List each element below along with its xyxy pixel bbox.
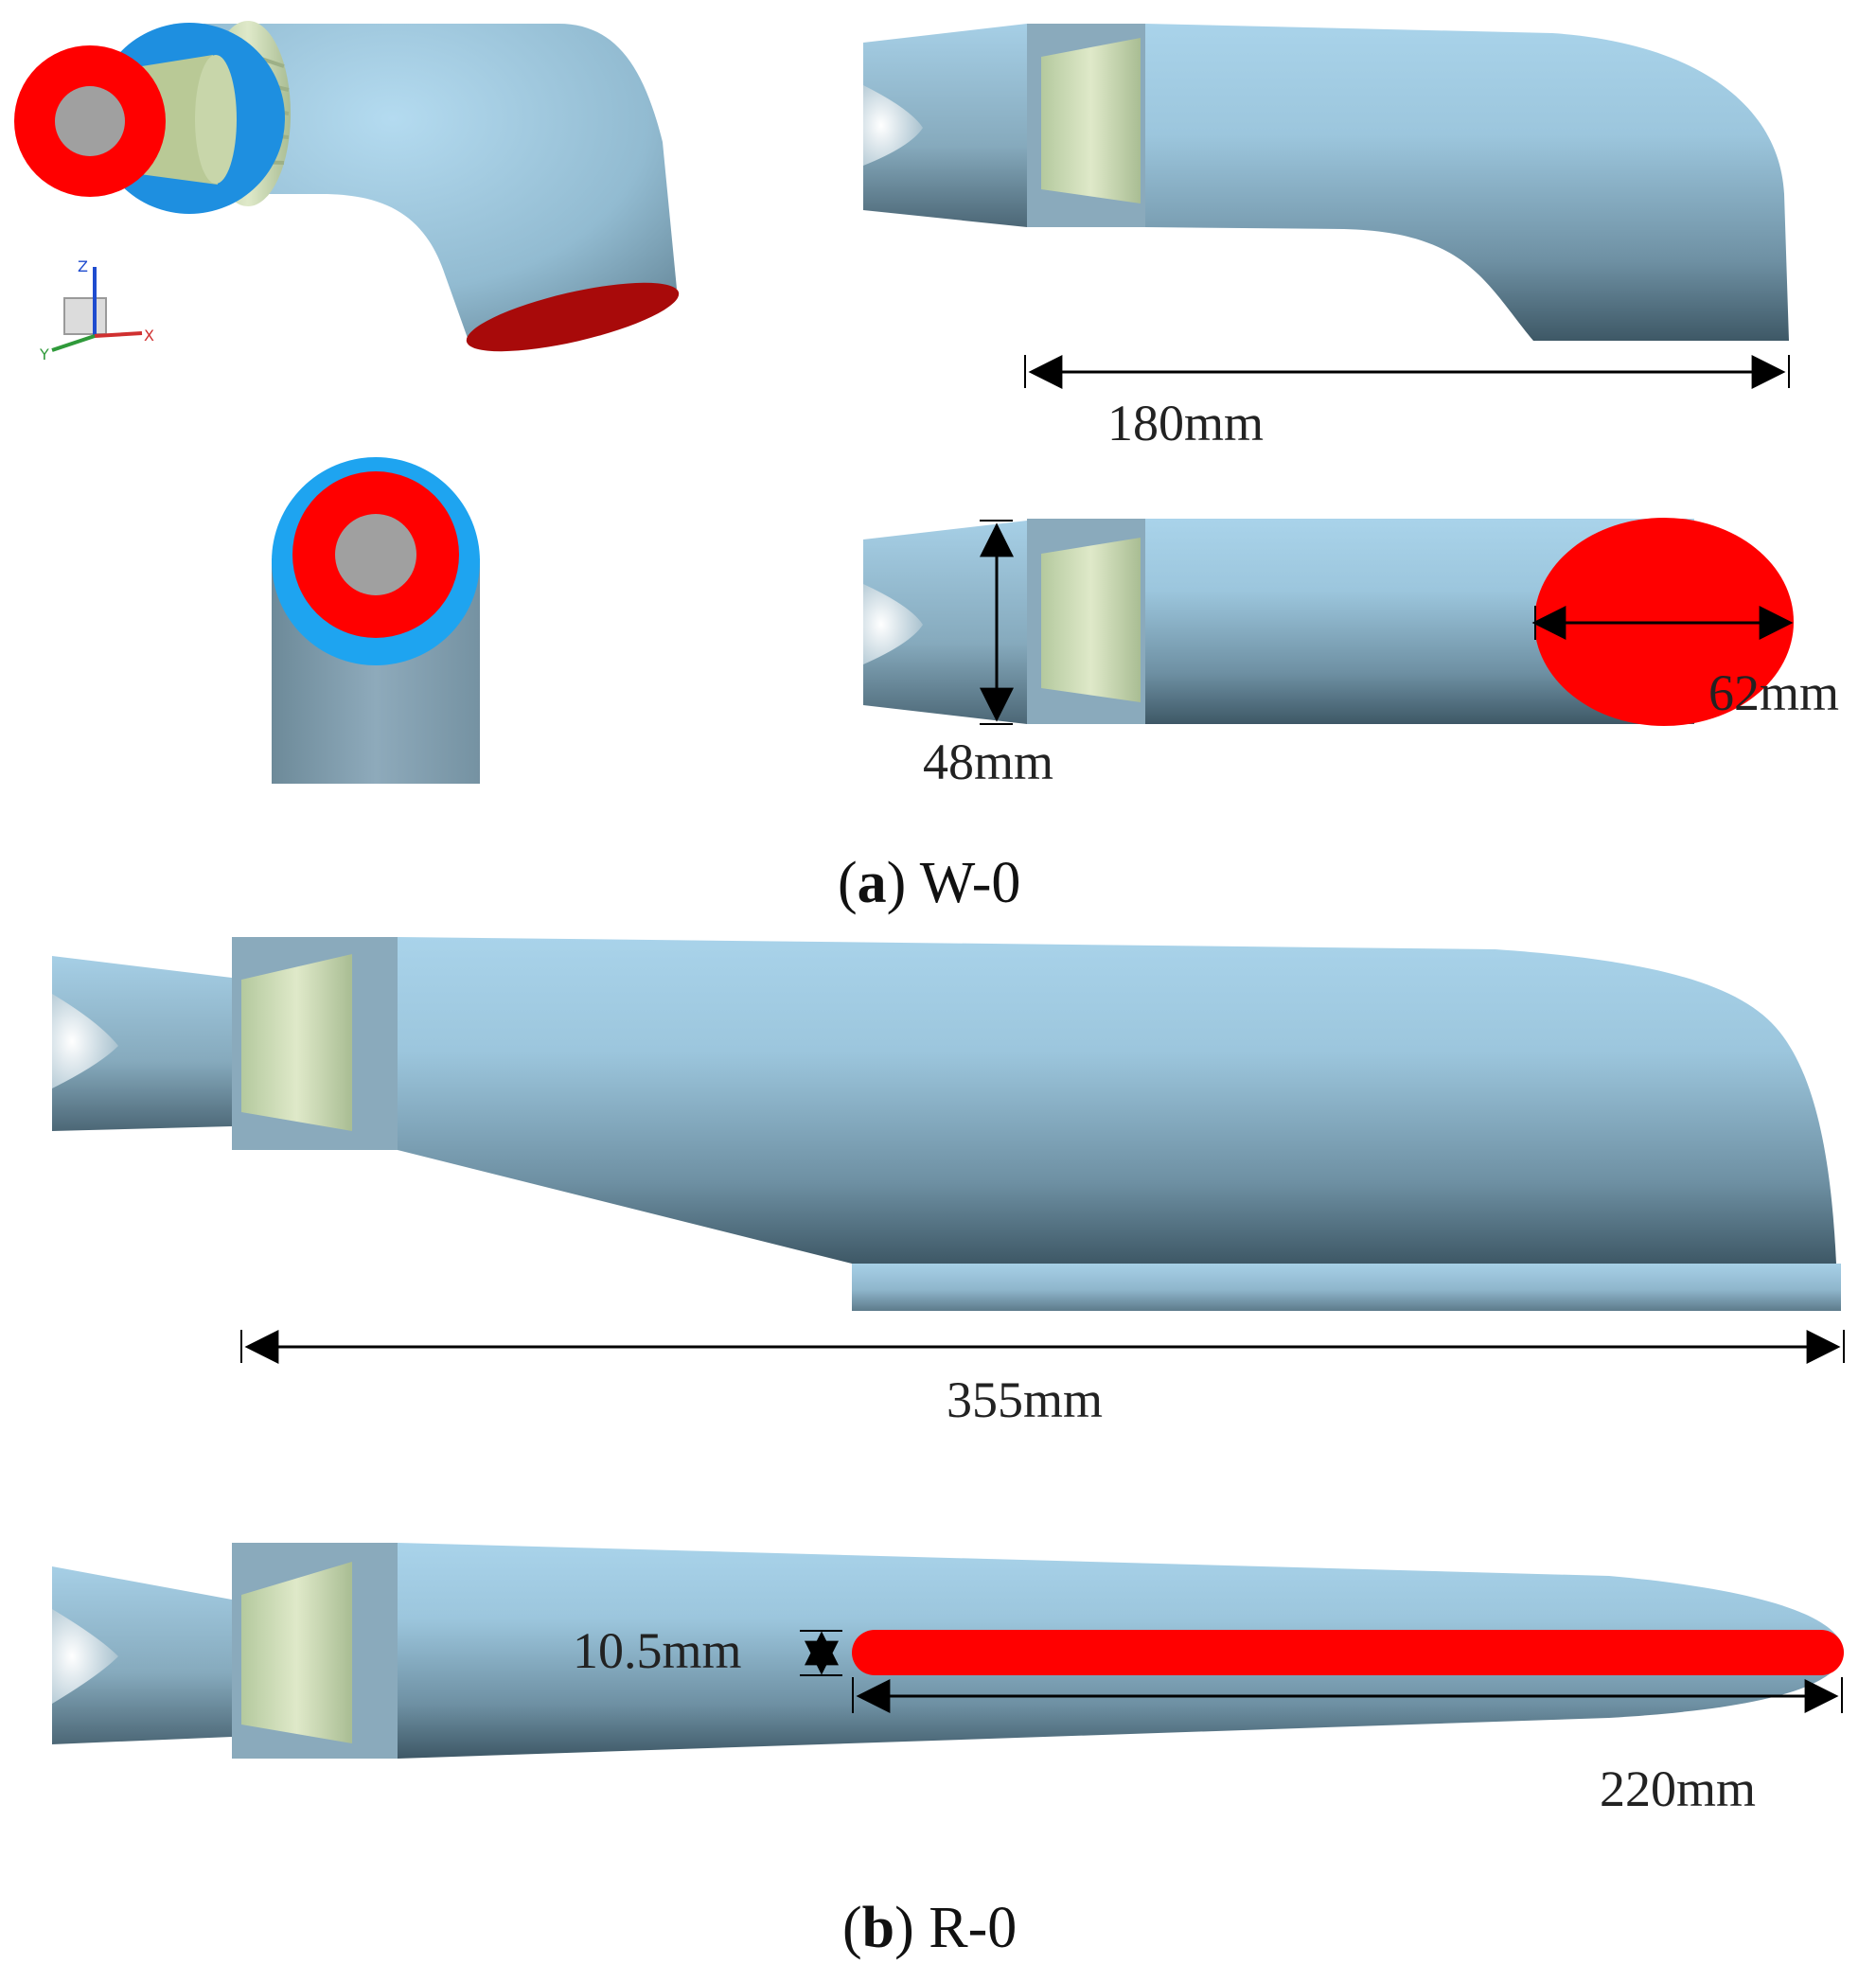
r0-top-vanes (241, 1562, 352, 1743)
coordinate-triad: Z X Y (39, 257, 154, 363)
caption-a-label: W-0 (920, 851, 1021, 915)
r0-side-duct-body (398, 937, 1836, 1264)
dim-10-5mm-label: 10.5mm (573, 1622, 742, 1679)
r0-side-cone (52, 994, 118, 1088)
dim-355mm: 355mm (240, 1330, 1845, 1428)
triad-y-axis (51, 334, 96, 352)
triad-x-label: X (144, 327, 154, 345)
dim-62mm: 62mm (1531, 606, 1839, 721)
w0-side-vanes (1041, 38, 1141, 203)
r0-top-nozzle (52, 1566, 232, 1744)
r0-top-slot-outlet (852, 1630, 1844, 1675)
dim-48mm: 48mm (923, 520, 1053, 790)
triad-cube (63, 297, 107, 335)
dim-62mm-label: 62mm (1708, 664, 1839, 721)
caption-b-letter: b (862, 1896, 894, 1960)
triad-y-label: Y (39, 345, 49, 363)
w0-isometric-view (14, 21, 680, 352)
w0-iso-nozzle-end (195, 55, 237, 184)
w0-top-vanes (1041, 538, 1141, 702)
dim-180mm: 180mm (1024, 355, 1790, 451)
w0-side-cone (863, 85, 923, 166)
dim-180mm-label: 180mm (1107, 395, 1264, 451)
w0-front-view (272, 457, 480, 784)
w0-side-duct-body (1145, 24, 1789, 341)
dim-355mm-label: 355mm (947, 1371, 1103, 1428)
w0-top-cone (863, 584, 923, 664)
r0-top-view (52, 1543, 1844, 1759)
r0-side-view (52, 937, 1841, 1311)
w0-iso-outlet (466, 282, 680, 352)
r0-top-cone (52, 1609, 118, 1704)
w0-iso-hub (55, 86, 125, 156)
r0-side-vanes (241, 954, 352, 1131)
w0-side-nozzle (863, 24, 1027, 227)
w0-side-view (863, 24, 1789, 341)
r0-side-nozzle (52, 956, 232, 1131)
caption-a-letter: a (858, 851, 887, 915)
caption-b: (b) R-0 (842, 1896, 1017, 1960)
triad-x-axis (94, 331, 143, 338)
caption-a: (a) W-0 (838, 851, 1020, 915)
triad-z-label: Z (78, 257, 88, 275)
w0-front-hub (335, 514, 416, 595)
caption-b-label: R-0 (929, 1896, 1017, 1960)
dim-220mm: 220mm (852, 1677, 1843, 1817)
r0-side-flat-outlet (852, 1264, 1841, 1311)
dim-220mm-label: 220mm (1600, 1760, 1756, 1817)
w0-iso-duct-body (204, 24, 677, 341)
dim-10-5mm: 10.5mm (573, 1622, 842, 1679)
dim-48mm-label: 48mm (923, 734, 1053, 790)
